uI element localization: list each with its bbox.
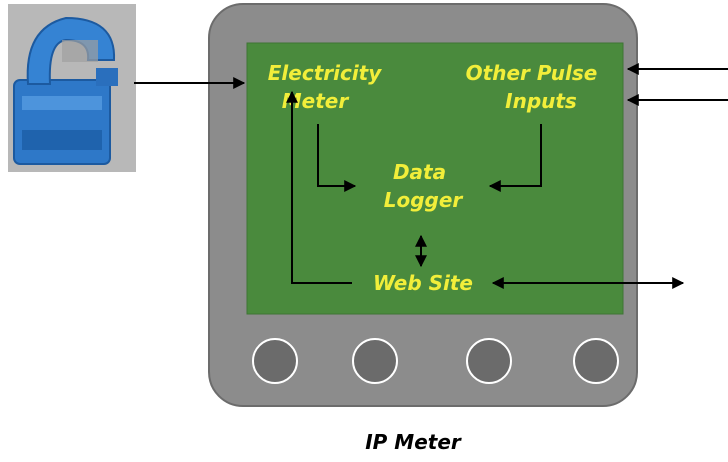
inputs-to-logger-arrow bbox=[488, 124, 542, 192]
other-pulse-inputs-label: Other Pulse Inputs bbox=[466, 61, 605, 113]
web-site-label: Web Site bbox=[373, 271, 473, 295]
device-button-2[interactable] bbox=[352, 338, 398, 384]
website-to-meter-arrow bbox=[286, 90, 352, 284]
device-button-1[interactable] bbox=[252, 338, 298, 384]
device-button-4[interactable] bbox=[573, 338, 619, 384]
device-button-3[interactable] bbox=[466, 338, 512, 384]
data-logger-label: Data Logger bbox=[384, 160, 464, 212]
current-clamp-sensor-icon bbox=[8, 4, 136, 172]
device-screen bbox=[246, 42, 624, 315]
diagram-caption: IP Meter bbox=[365, 430, 461, 454]
meter-to-logger-arrow bbox=[317, 124, 357, 192]
